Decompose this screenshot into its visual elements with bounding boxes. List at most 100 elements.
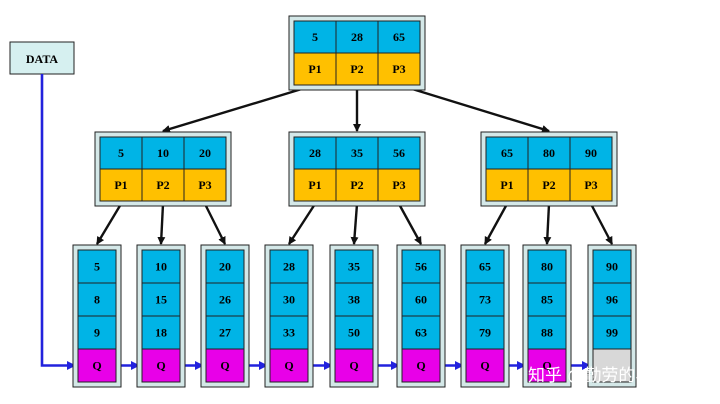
- internal-node-3-pointer-label: P1: [500, 178, 513, 192]
- leaf-node-5-key-label: 35: [348, 260, 360, 274]
- watermark: 知乎 @勤劳的小手: [528, 366, 669, 386]
- internal-node-1-key-cell: [183, 136, 227, 170]
- leaf-node-7-key-cell: [465, 249, 505, 284]
- leaf-node-1-key-cell: [77, 249, 117, 284]
- leaf-node-1-key-cell: [77, 315, 117, 350]
- internal-to-leaf-arrow: [203, 203, 227, 245]
- leaf-node-8-key-label: 80: [541, 260, 553, 274]
- leaf-node-6-key-cell: [401, 249, 441, 284]
- leaf-node-7-q-cell: [465, 348, 505, 383]
- internal-to-leaf-arrow: [397, 203, 423, 245]
- leaf-node-1-key-label: 5: [94, 260, 100, 274]
- internal-node-2-pointer-cell: [377, 168, 421, 202]
- leaf-node-9-key-label: 99: [606, 326, 618, 340]
- leaf-node-4-key-label: 30: [283, 293, 295, 307]
- leaf-node-2-q-cell: [141, 348, 181, 383]
- internal-node-2-key-label: 28: [309, 146, 321, 160]
- leaf-node-5-key-label: 50: [348, 326, 360, 340]
- internal-node-2-pointer-cell: [335, 168, 379, 202]
- leaf-node-4-key-cell: [269, 249, 309, 284]
- internal-node-1-key-label: 5: [118, 146, 124, 160]
- leaf-node-7-key-label: 73: [479, 293, 491, 307]
- root-node-pointer-label: P1: [308, 62, 321, 76]
- internal-node-2-pointer-label: P1: [308, 178, 321, 192]
- leaf-node-4-key-label: 33: [283, 326, 295, 340]
- internal-node-1-pointer-label: P2: [156, 178, 169, 192]
- internal-node-3-pointer-cell: [569, 168, 613, 202]
- internal-to-leaf-arrow: [589, 203, 614, 245]
- internal-node-2-key-label: 35: [351, 146, 363, 160]
- leaf-node-2-key-cell: [141, 249, 181, 284]
- leaf-node-7-key-cell: [465, 282, 505, 317]
- internal-node-3-key-label: 80: [543, 146, 555, 160]
- leaf-node-2-key-cell: [141, 282, 181, 317]
- leaf-node-3-key-label: 20: [219, 260, 231, 274]
- root-node-key-cell: [293, 20, 337, 54]
- internal-node-3-pointer-label: P2: [542, 178, 555, 192]
- root-node-pointer-cell: [293, 52, 337, 86]
- internal-to-leaf-arrow: [543, 203, 552, 245]
- leaf-node-1-q-label: Q: [92, 359, 101, 373]
- internal-to-leaf-arrow: [95, 203, 123, 245]
- leaf-node-8-q-cell: [527, 348, 567, 383]
- leaf-node-4-key-label: 28: [283, 260, 295, 274]
- leaf-node-1-key-label: 8: [94, 293, 100, 307]
- internal-node-3-key-label: 65: [501, 146, 513, 160]
- root-node-key-label: 65: [393, 30, 405, 44]
- leaf-node-8-q-label: Q: [542, 359, 551, 373]
- internal-node-1-pointer-label: P1: [114, 178, 127, 192]
- leaf-node-1-key-cell: [77, 282, 117, 317]
- leaf-node-9-key-label: 90: [606, 260, 618, 274]
- internal-node-2-key-label: 56: [393, 146, 405, 160]
- tree-nodes: 5P128P265P35P110P220P328P135P256P365P180…: [72, 15, 637, 388]
- root-node-pointer-label: P2: [350, 62, 363, 76]
- leaf-node-9-key-cell: [592, 249, 632, 284]
- leaf-node-2-key-label: 10: [155, 260, 167, 274]
- leaf-node-3-key-label: 27: [219, 326, 231, 340]
- internal-node-3-pointer-label: P3: [584, 178, 597, 192]
- leaf-node-4-q-cell: [269, 348, 309, 383]
- internal-node-1-key-label: 20: [199, 146, 211, 160]
- internal-node-1-pointer-label: P3: [198, 178, 211, 192]
- internal-node-3-key-cell: [527, 136, 571, 170]
- internal-node-3-key-label: 90: [585, 146, 597, 160]
- leaf-node-2-q-label: Q: [156, 359, 165, 373]
- leaf-node-1-key-label: 9: [94, 326, 100, 340]
- leaf-node-7-key-label: 79: [479, 326, 491, 340]
- internal-node-2-pointer-label: P3: [392, 178, 405, 192]
- internal-to-leaf-arrow: [157, 203, 166, 245]
- root-to-internal-arrow: [162, 86, 306, 133]
- root-node-key-cell: [335, 20, 379, 54]
- leaf-node-3-key-cell: [205, 282, 245, 317]
- leaf-node-9-key-label: 96: [606, 293, 618, 307]
- leaf-node-5-key-cell: [334, 282, 374, 317]
- leaf-node-6-q-cell: [401, 348, 441, 383]
- root-node-pointer-label: P3: [392, 62, 405, 76]
- data-box: [9, 41, 75, 75]
- root-node-pointer-cell: [377, 52, 421, 86]
- internal-node-1-pointer-cell: [99, 168, 143, 202]
- leaf-node-9-key-cell: [592, 282, 632, 317]
- root-node-key-label: 5: [312, 30, 318, 44]
- leaf-node-7-key-cell: [465, 315, 505, 350]
- root-to-internal-arrow: [408, 86, 550, 133]
- leaf-node-6-key-label: 60: [415, 293, 427, 307]
- leaf-node-9-q-cell: [592, 348, 632, 383]
- tree-edges: [40, 74, 614, 370]
- leaf-node-5-q-label: Q: [349, 359, 358, 373]
- root-node-pointer-cell: [335, 52, 379, 86]
- internal-node-1-key-label: 10: [157, 146, 169, 160]
- internal-to-leaf-arrow: [483, 203, 509, 245]
- leaf-node-5-q-cell: [334, 348, 374, 383]
- leaf-node-2-key-label: 18: [155, 326, 167, 340]
